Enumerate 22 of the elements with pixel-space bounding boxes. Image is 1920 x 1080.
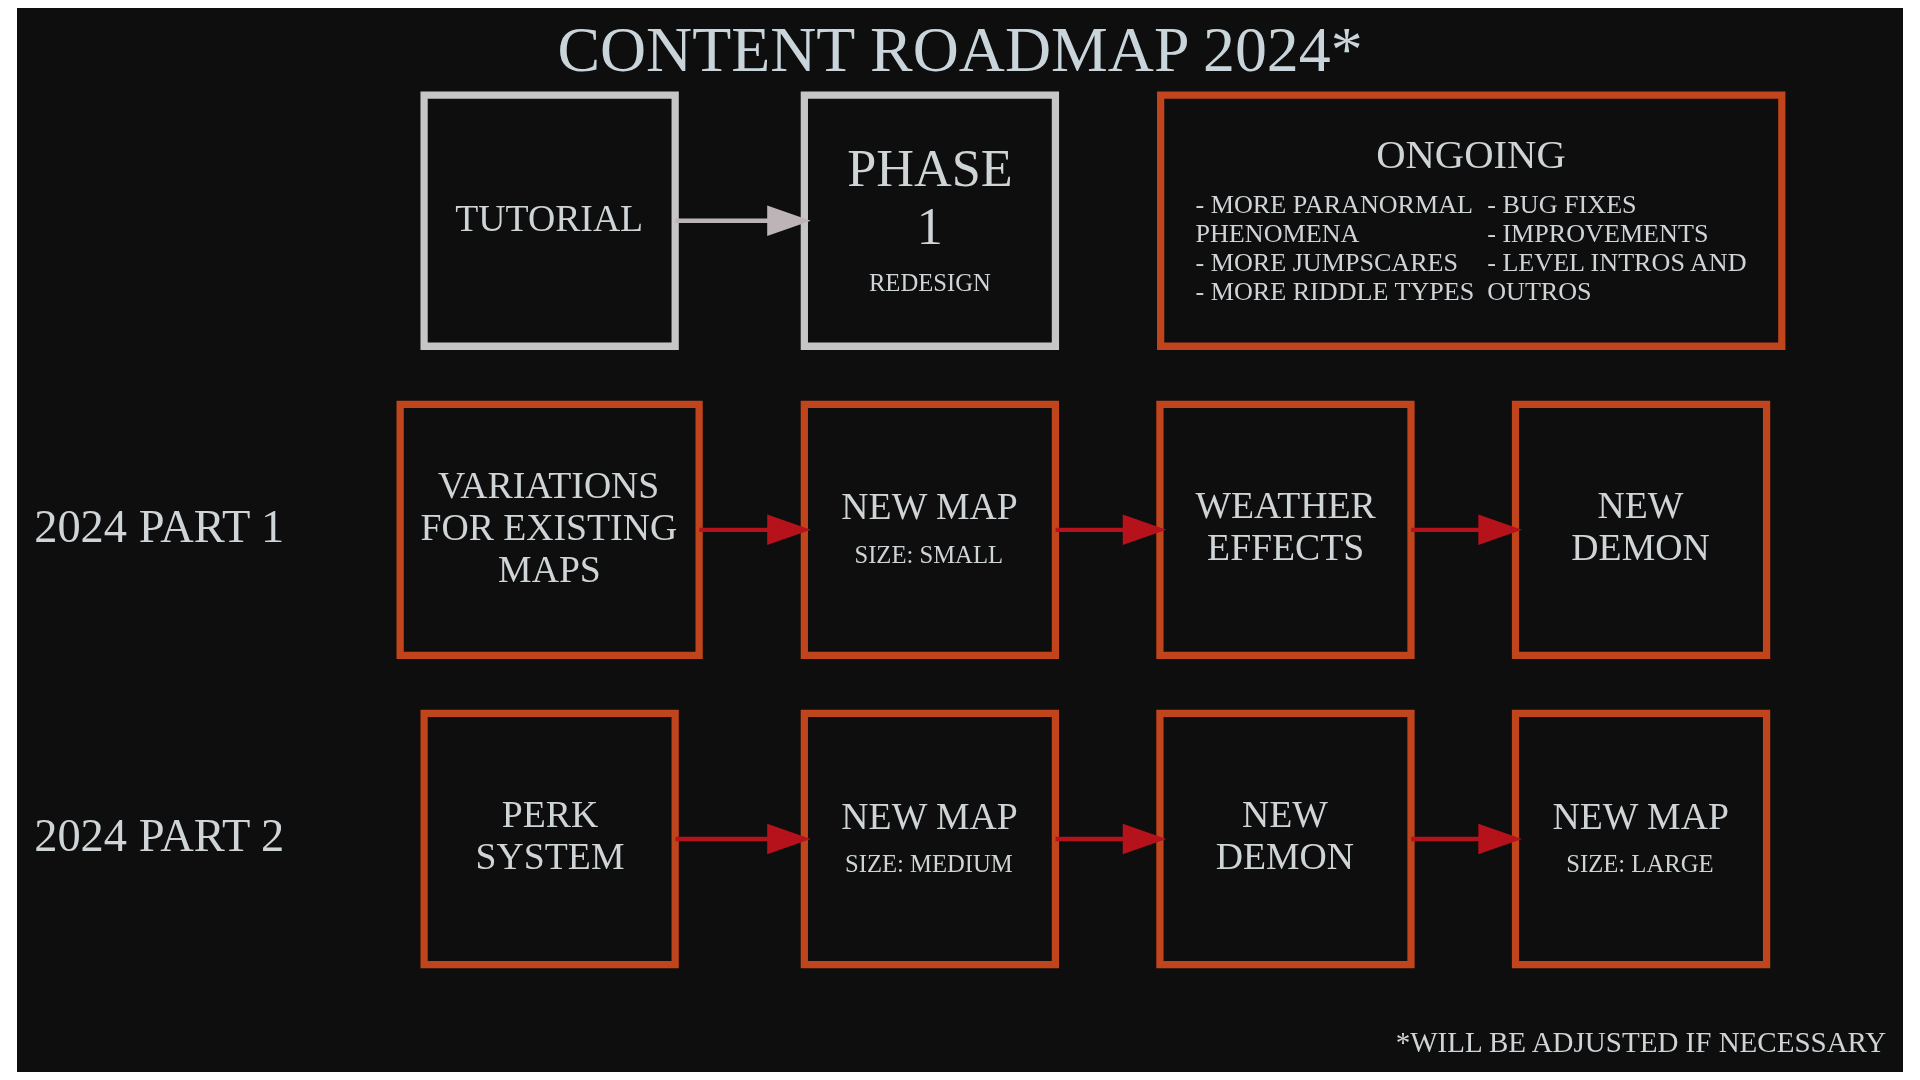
label: *WILL BE ADJUSTED IF NECESSARY: [1395, 1025, 1887, 1058]
arrow: [1411, 823, 1522, 855]
label: 2024 PART 1: [34, 500, 285, 552]
node-box: WEATHER EFFECTS: [1156, 400, 1415, 659]
node-box: NEW MAP SIZE: SMALL: [800, 400, 1060, 659]
node-box: NEW DEMON: [1511, 400, 1771, 659]
arrow: [675, 823, 811, 855]
arrow: [699, 514, 811, 546]
node-box: PHASE 1 REDESIGN: [800, 91, 1060, 350]
arrow: [1055, 514, 1167, 546]
node-box: VARIATIONS FOR EXISTING MAPS: [396, 400, 703, 659]
label: 2024 PART 2: [34, 809, 285, 861]
node-box: NEW DEMON: [1156, 709, 1415, 969]
node-box: TUTORIAL: [420, 91, 679, 350]
node-box: PERK SYSTEM: [420, 709, 679, 969]
arrow: [1411, 514, 1522, 546]
diagram-title: CONTENT ROADMAP 2024*: [557, 13, 1363, 85]
node-box: ONGOING - MORE PARANORMAL PHENOMENA - MORE JUMPSCARES - MORE RIDDLE TYPES - BUG FIXES - IMPROVEMENTS - LEVEL INTROS AND OUTROS: [1157, 91, 1786, 350]
node-box: NEW MAP SIZE: MEDIUM: [800, 709, 1060, 969]
arrow: [675, 205, 811, 236]
node-box: NEW MAP SIZE: LARGE: [1511, 709, 1771, 969]
arrow: [1055, 823, 1167, 855]
